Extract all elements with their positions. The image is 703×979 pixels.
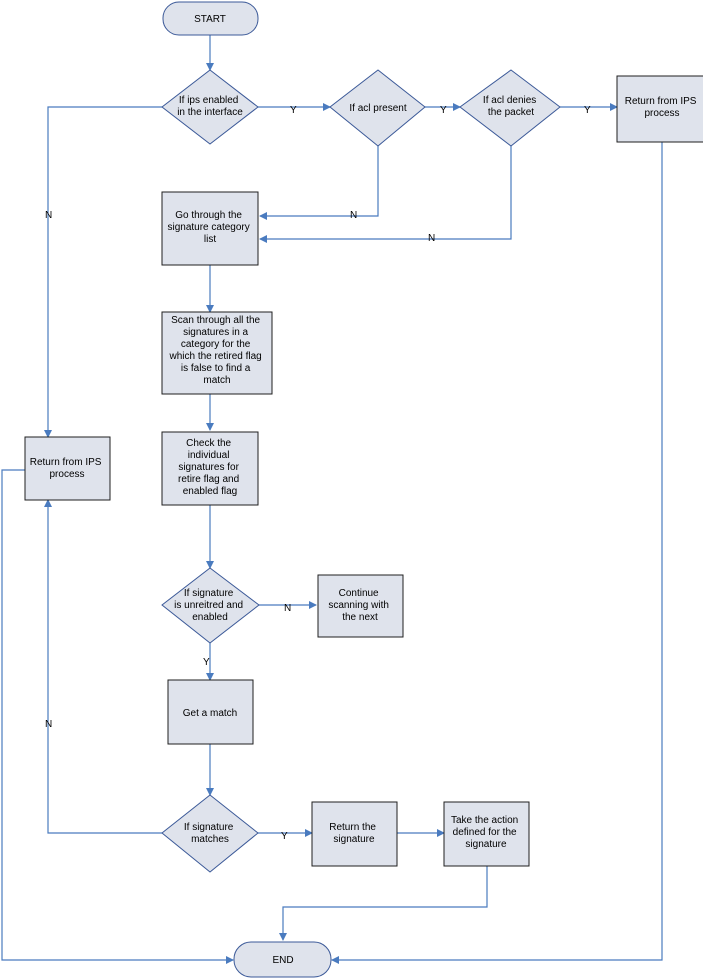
- decision-acl-present: If acl present: [329, 69, 426, 147]
- ips-enabled-line-2: in the interface: [177, 107, 243, 118]
- process-continue-scanning: Continue scanning with the next: [317, 574, 404, 638]
- svg-text:If acl present: If acl present: [349, 103, 406, 114]
- svg-text:If signature is unreit: If signature is unreitred and enabled: [174, 588, 246, 623]
- svg-text:Scan through all the s: Scan through all the signatures in a cat…: [168, 315, 264, 386]
- edge-ips-enabled-no: [44, 106, 162, 438]
- check-line-4: retire flag and: [178, 474, 239, 485]
- continue-line-2: scanning with: [328, 600, 389, 611]
- edge-acl-denies-no: [259, 146, 512, 243]
- go-through-line-3: list: [204, 234, 216, 245]
- process-go-through: Go through the signature category list: [161, 191, 259, 266]
- end-label: END: [272, 955, 293, 966]
- matches-line-1: If signature: [184, 822, 234, 833]
- label-ips-yes: Y: [290, 105, 297, 116]
- svg-text:START: START: [194, 14, 226, 25]
- decision-sig-unretired: If signature is unreitred and enabled: [161, 567, 260, 644]
- svg-text:Go through the signatu: Go through the signature category list: [167, 210, 252, 245]
- label-matches-yes: Y: [281, 831, 288, 842]
- unretired-line-1: If signature: [184, 588, 234, 599]
- get-match-line-1: Get a match: [183, 708, 237, 719]
- edge-labels: Y N Y N Y N N Y N Y: [45, 105, 591, 842]
- return-signature-line-2: signature: [333, 834, 375, 845]
- process-return-ips-right: Return from IPS process: [616, 75, 703, 143]
- edge-acl-present-no: [259, 146, 379, 220]
- svg-text:Return the signature: Return the signature: [329, 822, 378, 845]
- check-line-1: Check the: [186, 438, 231, 449]
- scan-line-5: is false to find a: [181, 363, 251, 374]
- process-return-signature: Return the signature: [311, 801, 398, 867]
- continue-line-3: the next: [342, 612, 378, 623]
- decision-ips-enabled: If ips enabled in the interface: [161, 69, 259, 145]
- return-ips-right-line-2: process: [644, 108, 679, 119]
- svg-text:Get a match: Get a match: [183, 708, 237, 719]
- label-acl-denies-no: N: [428, 233, 435, 244]
- label-acl-denies-yes: Y: [584, 105, 591, 116]
- svg-text:If ips enabled in the: If ips enabled in the interface: [177, 95, 243, 118]
- svg-text:Return from IPS proces: Return from IPS process: [625, 96, 699, 119]
- svg-text:Take the action define: Take the action defined for the signatur…: [451, 815, 521, 850]
- label-unretired-no: N: [284, 603, 291, 614]
- label-unretired-yes: Y: [203, 657, 210, 668]
- svg-text:Check the individual: Check the individual signatures for reti…: [178, 438, 242, 497]
- check-line-3: signatures for: [178, 462, 239, 473]
- acl-denies-line-1: If acl denies: [483, 95, 536, 106]
- edges: [1, 35, 663, 964]
- return-ips-left-line-2: process: [49, 469, 84, 480]
- decision-sig-matches: If signature matches: [161, 794, 259, 873]
- end-terminal: END: [233, 941, 332, 978]
- return-ips-left-line-1: Return from IPS: [30, 457, 102, 468]
- edge-sig-matches-no: [44, 499, 162, 834]
- take-action-line-2: defined for the: [453, 827, 517, 838]
- svg-text:Continue scanning with: Continue scanning with the next: [328, 588, 391, 623]
- acl-present-line-1: If acl present: [349, 103, 406, 114]
- svg-text:END: END: [272, 955, 293, 966]
- svg-text:Return from IPS proces: Return from IPS process: [30, 457, 104, 480]
- process-take-action: Take the action defined for the signatur…: [443, 801, 530, 867]
- label-ips-no: N: [45, 210, 52, 221]
- go-through-line-2: signature category: [167, 222, 249, 233]
- svg-text:If acl denies the pack: If acl denies the packet: [483, 95, 539, 118]
- edge-return-ips-left-to-end: [1, 469, 234, 964]
- process-scan-through: Scan through all the signatures in a cat…: [161, 311, 273, 395]
- scan-line-4: which the retired flag: [168, 351, 261, 362]
- unretired-line-3: enabled: [192, 612, 228, 623]
- continue-line-1: Continue: [339, 588, 379, 599]
- scan-line-1: Scan through all the: [171, 315, 260, 326]
- scan-line-2: signatures in a: [183, 327, 248, 338]
- start-label: START: [194, 14, 226, 25]
- take-action-line-1: Take the action: [451, 815, 518, 826]
- scan-line-3: category for the: [181, 339, 251, 350]
- process-get-match: Get a match: [167, 679, 254, 745]
- decision-acl-denies: If acl denies the packet: [459, 69, 561, 147]
- matches-line-2: matches: [191, 834, 229, 845]
- process-return-ips-left: Return from IPS process: [24, 436, 111, 501]
- go-through-line-1: Go through the: [175, 210, 242, 221]
- check-line-5: enabled flag: [183, 486, 238, 497]
- start-terminal: START: [162, 1, 259, 36]
- scan-line-6: match: [203, 375, 230, 386]
- return-signature-line-1: Return the: [329, 822, 376, 833]
- svg-text:If signature matches: If signature matches: [184, 822, 236, 845]
- edge-return-ips-right-to-end: [331, 142, 663, 964]
- label-matches-no: N: [45, 719, 52, 730]
- label-acl-present-no: N: [350, 210, 357, 221]
- process-check-individual: Check the individual signatures for reti…: [161, 431, 259, 506]
- check-line-2: individual: [188, 450, 230, 461]
- take-action-line-3: signature: [465, 839, 507, 850]
- edge-take-action-to-end: [279, 866, 488, 941]
- ips-enabled-line-1: If ips enabled: [179, 95, 239, 106]
- nodes: START If ips enabled in the interface If…: [24, 1, 703, 978]
- unretired-line-2: is unreitred and: [174, 600, 243, 611]
- return-ips-right-line-1: Return from IPS: [625, 96, 697, 107]
- label-acl-present-yes: Y: [440, 105, 447, 116]
- acl-denies-line-2: the packet: [488, 107, 534, 118]
